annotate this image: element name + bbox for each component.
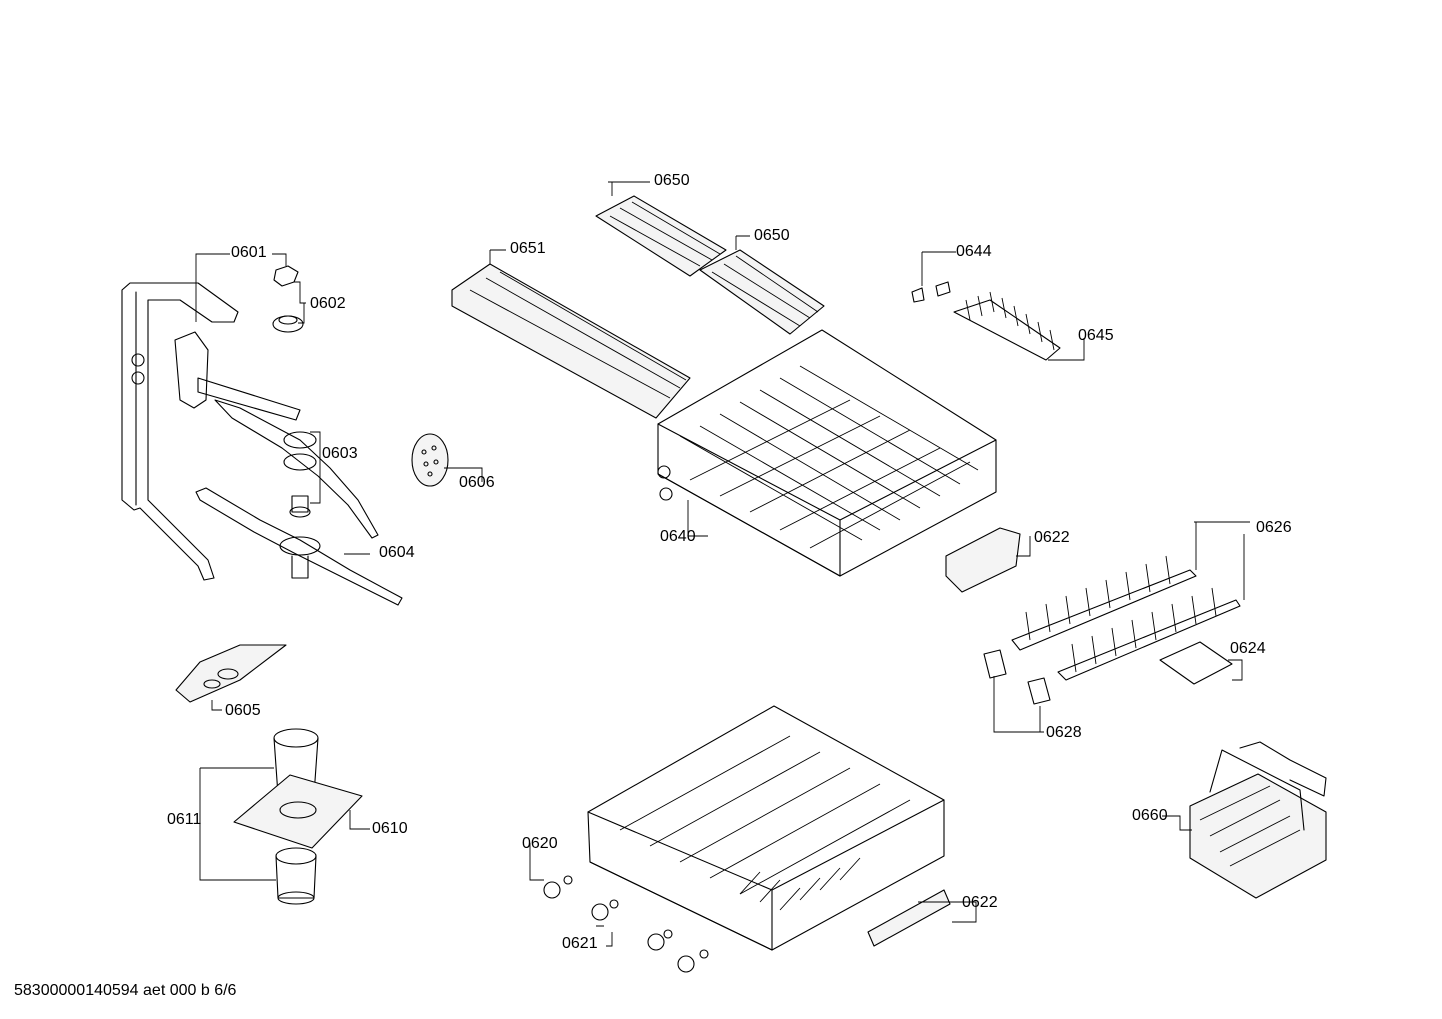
cutlery-trays (451, 195, 825, 419)
upper-basket (657, 329, 997, 577)
filter-disc (411, 433, 449, 487)
leader-lines (195, 181, 1250, 947)
callout-0624: 0624 (1230, 640, 1266, 657)
callout-0650-lower: 0650 (754, 227, 790, 244)
cutlery-basket (1189, 741, 1327, 899)
side-flap-lower (867, 889, 951, 947)
callout-0660: 0660 (1132, 807, 1168, 824)
callout-0650-upper: 0650 (654, 172, 690, 189)
filter-assembly (233, 728, 363, 905)
callout-0603: 0603 (322, 445, 358, 462)
callout-0610: 0610 (372, 820, 408, 837)
callout-0651: 0651 (510, 240, 546, 257)
callout-0622-upper: 0622 (1034, 529, 1070, 546)
callout-0644: 0644 (956, 243, 992, 260)
callout-0611: 0611 (167, 811, 202, 828)
callout-0640: 0640 (660, 528, 696, 545)
clips-and-rack (911, 281, 1061, 361)
lower-basket (587, 705, 945, 951)
upper-spray-arm (174, 331, 379, 539)
folding-racks (1011, 555, 1241, 681)
callout-0602: 0602 (310, 295, 346, 312)
document-code: 58300000140594 aet 000 b 6/6 (14, 982, 237, 999)
callout-0626: 0626 (1256, 519, 1292, 536)
callout-0621: 0621 (562, 935, 598, 952)
rack-clips (983, 641, 1233, 705)
callout-0628: 0628 (1046, 724, 1082, 741)
callout-0645: 0645 (1078, 327, 1114, 344)
callout-0620: 0620 (522, 835, 558, 852)
callout-0622-lower: 0622 (962, 894, 998, 911)
micro-filter (175, 644, 287, 703)
callout-0606: 0606 (459, 474, 495, 491)
callout-0601: 0601 (231, 244, 267, 261)
callout-0604: 0604 (379, 544, 415, 561)
basket-wheels (543, 875, 709, 973)
callout-0605: 0605 (225, 702, 261, 719)
side-flap-upper (945, 527, 1021, 593)
lower-spray-arm (195, 487, 403, 606)
nozzle-parts (272, 265, 304, 333)
supply-pipe (121, 282, 239, 581)
